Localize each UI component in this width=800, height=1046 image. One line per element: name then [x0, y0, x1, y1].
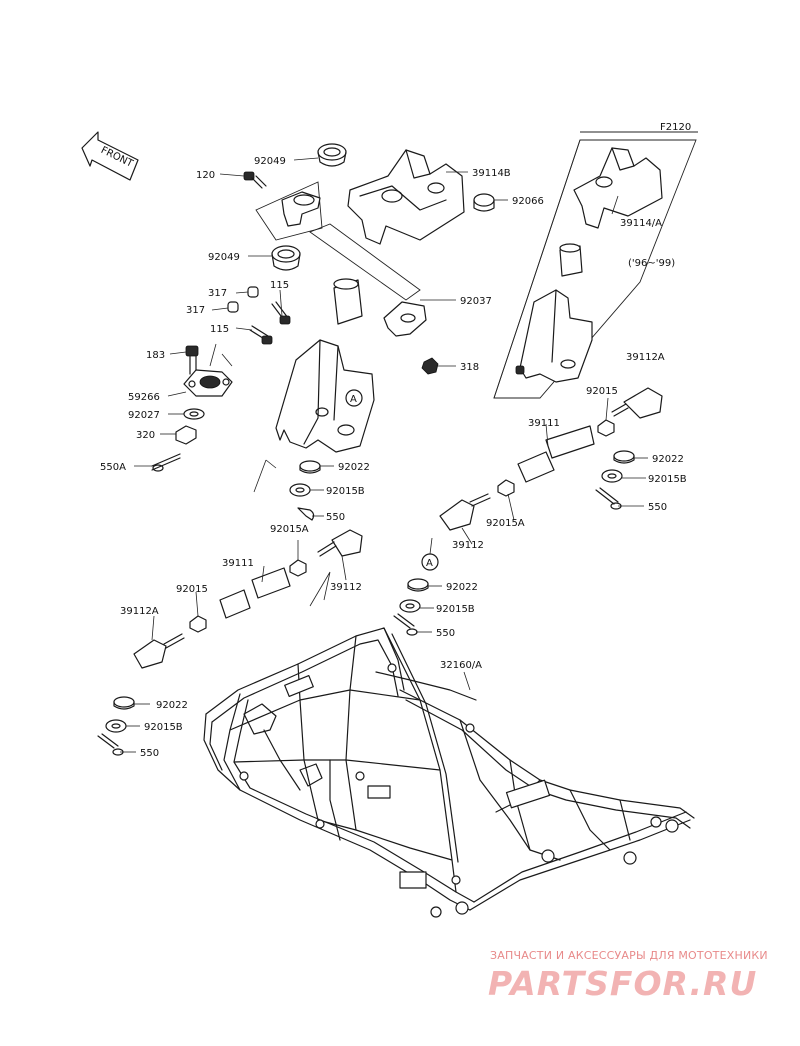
label-92015A-l: 92015A [270, 524, 309, 535]
washer-92015B-r [601, 469, 623, 483]
bolt-115 [249, 301, 291, 345]
washer-92022-c [299, 460, 321, 474]
clamp-lower [281, 191, 321, 227]
leader-lines [120, 157, 648, 753]
label-39111-l: 39111 [222, 558, 254, 569]
bushing-92049-bottom [271, 245, 301, 271]
frame-32160A [203, 627, 695, 918]
variant-bracket [519, 289, 593, 383]
label-92022-m: 92022 [446, 582, 478, 593]
years-note: ('96~'99) [628, 258, 675, 269]
tie-rod-end-39112-r [439, 493, 491, 531]
label-183: 183 [146, 350, 165, 361]
front-arrow-icon: FRONT [81, 131, 139, 181]
variant-bush [559, 243, 583, 277]
cotter-pin-550A [151, 453, 181, 472]
diagram-code: F2120 [660, 122, 691, 133]
label-92022-r: 92022 [652, 454, 684, 465]
tie-rod-end-39112A-l [133, 633, 185, 669]
tie-rod-39111-l [219, 567, 291, 619]
nut-320 [175, 425, 197, 445]
nut-92015-r [597, 419, 615, 437]
label-317b: 317 [186, 305, 205, 316]
steering-stem-bracket [275, 339, 375, 453]
washer-92015B-l [105, 719, 127, 733]
label-39114B: 39114B [472, 168, 511, 179]
label-92027: 92027 [128, 410, 160, 421]
label-92015B-m: 92015B [436, 604, 475, 615]
label-92015A-r: 92015A [486, 518, 525, 529]
label-39112A-l: 39112A [120, 606, 159, 617]
label-92022-l: 92022 [156, 700, 188, 711]
cotter-pin-550-c [297, 507, 315, 521]
label-39111-r: 39111 [528, 418, 560, 429]
label-550-m: 550 [436, 628, 455, 639]
label-92049-top: 92049 [254, 156, 286, 167]
washer-92027 [183, 408, 205, 420]
handlebar-holder-39114A [573, 147, 663, 229]
label-92015B-r: 92015B [648, 474, 687, 485]
label-59266: 59266 [128, 392, 160, 403]
washer-92022-l [113, 696, 135, 710]
bolt-120 [243, 171, 267, 189]
bushing-92049-top [317, 143, 347, 167]
part-labels: 92049 120 92049 39114B 92066 92037 318 3… [100, 156, 687, 759]
bearing-59266 [183, 369, 233, 397]
washer-92022-r [613, 450, 635, 464]
label-550A: 550A [100, 462, 126, 473]
label-92015-l: 92015 [176, 584, 208, 595]
label-550-c: 550 [326, 512, 345, 523]
washer-92022-m [407, 578, 429, 592]
label-92037: 92037 [460, 296, 492, 307]
label-550-r: 550 [648, 502, 667, 513]
callout-a-1: A [350, 394, 357, 405]
watermark-logo: PARTSFOR.RU [488, 964, 758, 1003]
nut-92015A-l [289, 559, 307, 577]
label-320: 320 [136, 430, 155, 441]
label-92015B-c: 92015B [326, 486, 365, 497]
nut-92015A-r [497, 479, 515, 497]
tie-rod-end-39112-l [317, 529, 363, 557]
label-32160A: 32160/A [440, 660, 482, 671]
washer-92015B-c [289, 483, 311, 497]
nut-318 [421, 357, 439, 375]
label-92049-bottom: 92049 [208, 252, 240, 263]
handlebar-holder-39114B [347, 149, 465, 245]
label-92066: 92066 [512, 196, 544, 207]
label-39112A-r: 39112A [626, 352, 665, 363]
tie-rod-39111-r [517, 425, 595, 483]
callout-a-2: A [426, 558, 433, 569]
collar-317 [227, 286, 259, 313]
label-39114A: 39114/A [620, 218, 662, 229]
steering-bush [333, 278, 363, 325]
label-120: 120 [196, 170, 215, 181]
label-317a: 317 [208, 288, 227, 299]
label-318: 318 [460, 362, 479, 373]
label-115a: 115 [270, 280, 289, 291]
label-39112-r: 39112 [452, 540, 484, 551]
cotter-pin-550-m [393, 613, 418, 636]
cotter-pin-550-l [97, 733, 124, 756]
label-39112-l: 39112 [330, 582, 362, 593]
cap-92066 [473, 193, 495, 212]
label-550-l: 550 [140, 748, 159, 759]
tie-rod-end-39112A-r [611, 387, 663, 419]
label-92022-c: 92022 [338, 462, 370, 473]
bolt-183 [185, 345, 199, 375]
washer-92015B-m [399, 599, 421, 613]
label-92015-r: 92015 [586, 386, 618, 397]
watermark-caption: ЗАПЧАСТИ И АКСЕССУАРЫ ДЛЯ МОТОТЕХНИКИ [490, 949, 768, 962]
cotter-pin-550-r [595, 487, 622, 510]
label-115b: 115 [210, 324, 229, 335]
nut-92015-l [189, 615, 207, 633]
clamp-92037 [383, 301, 427, 337]
label-92015B-l: 92015B [144, 722, 183, 733]
